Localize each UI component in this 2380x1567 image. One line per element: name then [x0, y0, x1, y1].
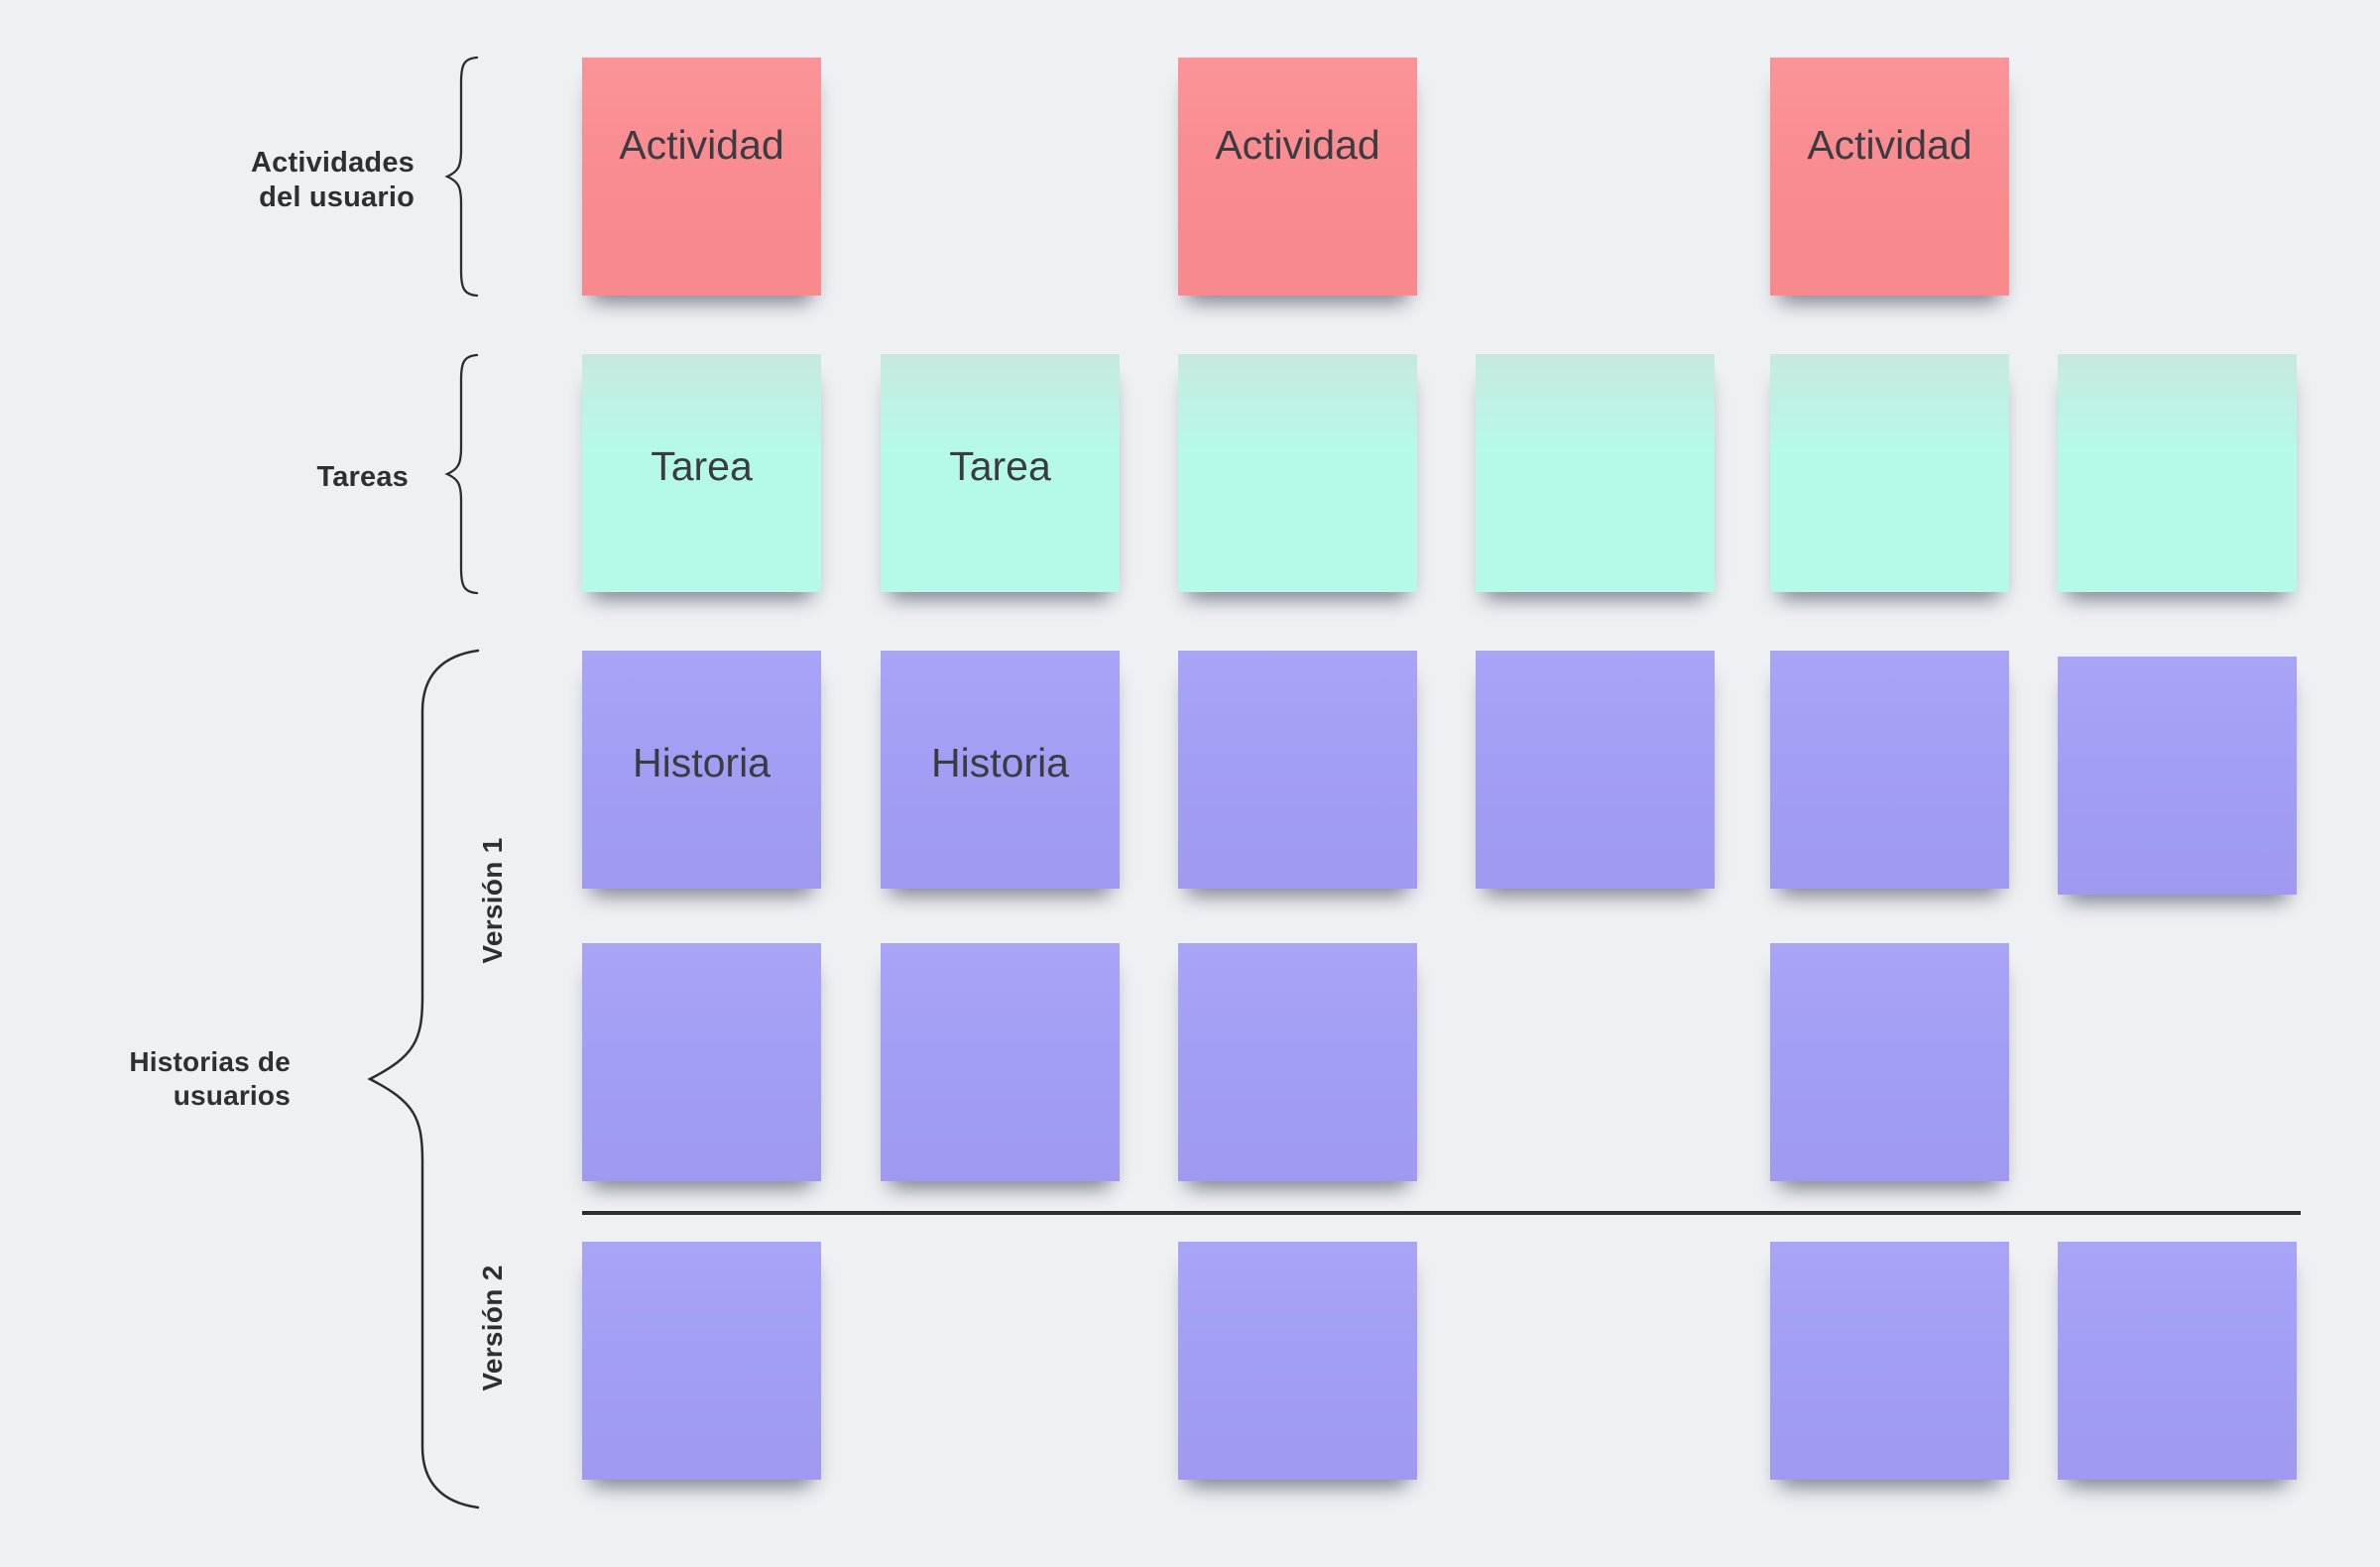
- sticky-note-historias-v1-fila2-c1[interactable]: [582, 943, 821, 1181]
- label-tasks-text: Tareas: [316, 461, 409, 493]
- label-user-stories-line1: Historias de: [129, 1046, 291, 1077]
- sticky-note-historias-v1-fila2-c2[interactable]: [881, 943, 1120, 1181]
- sticky-note-label: Historia: [633, 740, 771, 785]
- label-version-2: Versión 2: [477, 1265, 508, 1391]
- sticky-note-historias-v1-fila2-c3[interactable]: [1178, 943, 1417, 1181]
- stories-brace: [367, 649, 480, 1509]
- sticky-note-historias-v1-fila1-c4[interactable]: [1476, 651, 1715, 889]
- sticky-note-historias-v2-fila1-c1[interactable]: [582, 1242, 821, 1480]
- sticky-note-label: Actividad: [1215, 122, 1380, 168]
- sticky-note-historias-v1-fila1-c1[interactable]: Historia: [582, 651, 821, 889]
- tasks-brace: [444, 353, 479, 595]
- sticky-note-actividades-c5[interactable]: Actividad: [1770, 58, 2009, 296]
- label-user-stories: Historias de usuarios: [60, 1045, 291, 1113]
- sticky-note-label: Tarea: [949, 443, 1051, 489]
- sticky-note-label: Tarea: [651, 443, 753, 489]
- sticky-note-actividades-c3[interactable]: Actividad: [1178, 58, 1417, 296]
- label-user-activities-line1: Actividades: [251, 147, 415, 179]
- label-version-1: Versión 1: [477, 837, 508, 964]
- sticky-note-historias-v1-fila1-c5[interactable]: [1770, 651, 2009, 889]
- sticky-note-historias-v1-fila1-c3[interactable]: [1178, 651, 1417, 889]
- sticky-note-historias-v1-fila1-c6[interactable]: [2058, 657, 2297, 895]
- sticky-note-historias-v2-fila1-c5[interactable]: [1770, 1242, 2009, 1480]
- sticky-note-label: Historia: [931, 740, 1069, 785]
- sticky-note-tareas-c2[interactable]: Tarea: [881, 354, 1120, 592]
- sticky-note-tareas-c6[interactable]: [2058, 354, 2297, 592]
- sticky-note-historias-v2-fila1-c3[interactable]: [1178, 1242, 1417, 1480]
- label-tasks: Tareas: [149, 460, 409, 495]
- sticky-note-tareas-c1[interactable]: Tarea: [582, 354, 821, 592]
- sticky-note-label: Actividad: [619, 122, 784, 168]
- sticky-note-tareas-c3[interactable]: [1178, 354, 1417, 592]
- sticky-note-actividades-c1[interactable]: Actividad: [582, 58, 821, 296]
- sticky-note-label: Actividad: [1807, 122, 1972, 168]
- sticky-note-historias-v1-fila2-c5[interactable]: [1770, 943, 2009, 1181]
- activities-brace: [444, 56, 479, 298]
- sticky-note-tareas-c5[interactable]: [1770, 354, 2009, 592]
- sticky-note-tareas-c4[interactable]: [1476, 354, 1715, 592]
- sticky-note-historias-v1-fila1-c2[interactable]: Historia: [881, 651, 1120, 889]
- version-divider-line: [582, 1211, 2301, 1215]
- label-user-activities: Actividades del usuario: [149, 146, 415, 215]
- sticky-note-historias-v2-fila1-c6[interactable]: [2058, 1242, 2297, 1480]
- label-user-activities-line2: del usuario: [259, 181, 415, 213]
- label-user-stories-line2: usuarios: [173, 1080, 291, 1111]
